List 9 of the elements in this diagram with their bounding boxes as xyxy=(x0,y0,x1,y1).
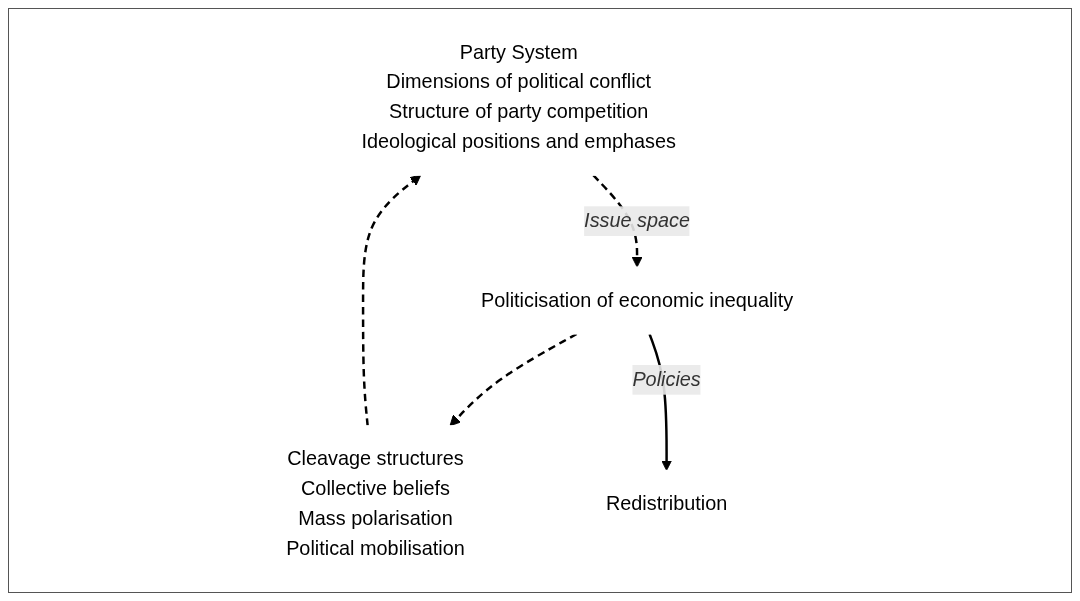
diagram-frame: Issue space Policies Party System Dimensions of political conflict Structure of party competition Ideological positions and emphases Cleavage structures Collective beliefs Mass polarisation Political mobilisation Politicisation of economic inequality Redistribution xyxy=(8,8,1072,593)
arrow xyxy=(362,174,422,426)
node-text: Politicisation of economic inequality xyxy=(481,289,794,311)
node-text: Cleavage structures Collective beliefs Mass polarisation Political mobilisation xyxy=(286,448,466,559)
edge-label: Policies xyxy=(632,368,702,390)
node-text: Party System Dimensions of political conflict Structure of party competition Ideological positions and emphases xyxy=(361,41,677,152)
arrow xyxy=(449,332,578,427)
node-text: Redistribution xyxy=(606,492,728,514)
edge-label: Issue space xyxy=(584,209,691,232)
